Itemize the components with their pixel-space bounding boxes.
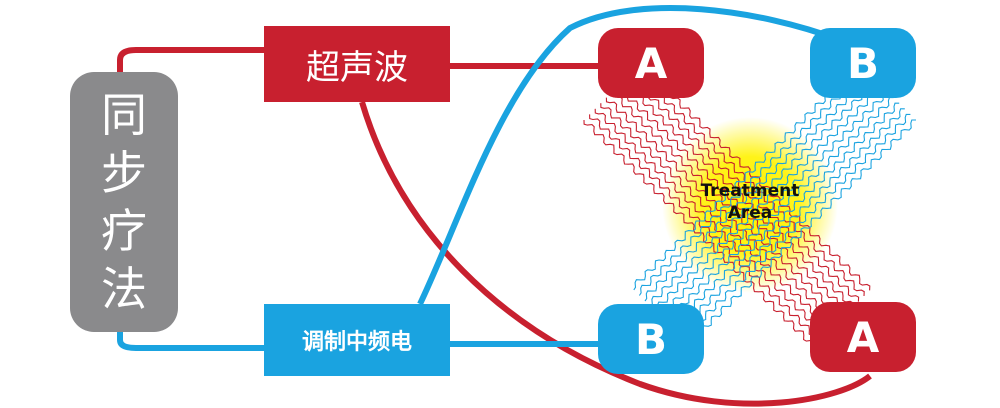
blue-wave-0 (633, 63, 860, 291)
treatment-line-2: Area (727, 203, 773, 223)
wave-group (583, 63, 916, 347)
blue-wave-10 (689, 119, 916, 347)
red-wave-8 (628, 75, 860, 302)
blue-wave-1 (638, 69, 866, 296)
node-a-bottom: A (810, 302, 916, 372)
label-char-2: 步 (101, 146, 147, 200)
label-char-4: 法 (101, 262, 147, 316)
treatment-line-1: Treatment (700, 181, 800, 201)
medium-frequency-box: 调制中频电 (264, 304, 450, 376)
red-wave-9 (633, 69, 865, 297)
blue-loop-b-top (417, 5, 842, 306)
red-wave-10 (639, 63, 871, 291)
treatment-glow (662, 117, 838, 293)
ultrasound-box: 超声波 (264, 26, 450, 102)
blue-wave-2 (644, 74, 872, 302)
blue-connector-left (117, 330, 264, 351)
red-connector-left (117, 47, 264, 74)
red-wave-1 (589, 114, 820, 341)
blue-wave-3 (650, 80, 877, 308)
node-b-top: B (810, 28, 916, 98)
red-wave-6 (617, 86, 848, 313)
blue-wave-6 (666, 97, 894, 324)
red-wave-0 (583, 119, 815, 347)
red-wave-4 (605, 97, 837, 325)
red-wave-3 (600, 103, 832, 330)
synchronized-therapy-label: 同 步 疗 法 (70, 72, 178, 332)
node-b-bottom: B (598, 304, 704, 374)
blue-wave-8 (678, 108, 905, 336)
red-wave-7 (622, 80, 854, 308)
treatment-area-label: Treatment Area (660, 180, 840, 224)
node-a-top: A (598, 28, 704, 98)
blue-wave-7 (672, 102, 900, 330)
label-char-1: 同 (101, 88, 147, 142)
red-wave-5 (611, 91, 843, 319)
blue-wave-9 (683, 113, 911, 341)
label-char-3: 疗 (101, 204, 147, 258)
blue-wave-4 (655, 85, 883, 313)
blue-wave-5 (661, 91, 888, 319)
